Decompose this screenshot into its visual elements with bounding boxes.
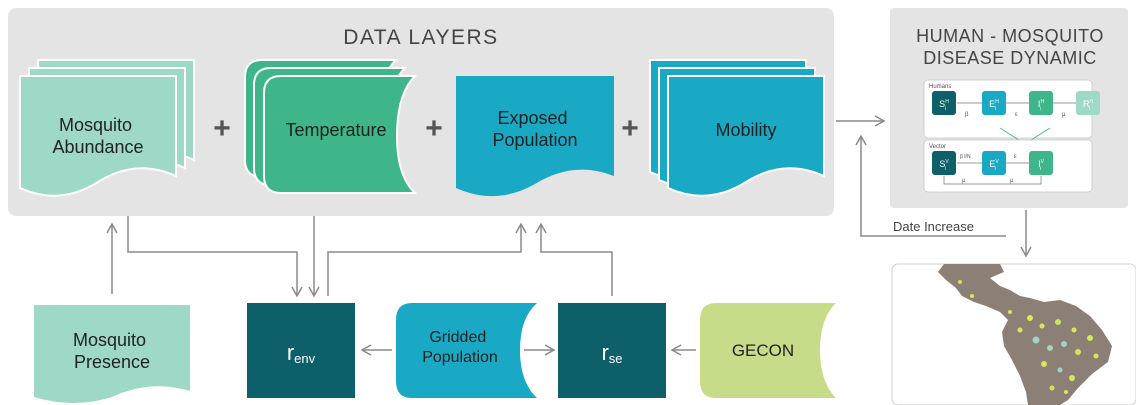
- gecon-node: GECON: [700, 303, 836, 398]
- human-exposed-node: [982, 91, 1006, 115]
- r-env-node: renv: [247, 303, 355, 398]
- mobility-label: Mobility: [715, 120, 776, 140]
- svg-text:SVi: SVi: [939, 159, 949, 172]
- arrow-date-increase-loop: [855, 134, 1006, 237]
- arrow-renv-to-exposed: [327, 222, 527, 296]
- mosquito-abundance-label: Mosquito Abundance: [52, 115, 143, 157]
- vector-mu-rate-1: μ: [962, 178, 966, 184]
- svg-text:renv: renv: [287, 340, 316, 366]
- vector-beta-rate: β I/N: [960, 154, 971, 160]
- plus-sign-2: +: [425, 112, 443, 145]
- vector-susceptible-node: [932, 151, 956, 175]
- plus-sign-1: +: [213, 112, 231, 145]
- svg-text:rse: rse: [601, 340, 622, 366]
- plus-sign-3: +: [621, 112, 639, 145]
- vector-label: Vector: [929, 144, 946, 150]
- svg-text:SHi: SHi: [939, 99, 949, 112]
- human-recovered-node: [1076, 91, 1100, 115]
- gecon-label: GECON: [732, 341, 794, 360]
- mosquito-presence-label: Mosquito Presence: [73, 330, 151, 372]
- svg-text:IHi: IHi: [1038, 99, 1045, 112]
- date-increase-label: Date Increase: [893, 219, 974, 234]
- connector-arrows: [106, 115, 1032, 356]
- human-beta-rate: β: [965, 112, 969, 118]
- human-eps-rate: ε: [1015, 112, 1018, 118]
- temperature-layer: Temperature: [244, 59, 418, 194]
- vector-eps-rate: ε: [1014, 154, 1017, 160]
- data-layers-panel: [8, 8, 834, 216]
- exposed-population-label: Exposed Population: [492, 108, 577, 150]
- vector-mu-rate-2: μ: [1010, 178, 1014, 184]
- mobility-layer: Mobility: [649, 59, 825, 197]
- gridded-population-node: Gridded Population: [396, 303, 537, 398]
- humans-label: Humans: [929, 84, 951, 90]
- human-infected-node: [1029, 91, 1053, 115]
- mosquito-presence-node: Mosquito Presence: [34, 305, 190, 403]
- exposed-population-layer: Exposed Population: [456, 76, 614, 197]
- americas-map: [891, 263, 1136, 405]
- svg-text:EHi: EHi: [989, 99, 999, 112]
- human-susceptible-node: [932, 91, 956, 115]
- arrow-rse-to-exposed: [535, 222, 613, 296]
- svg-text:RHi: RHi: [1083, 99, 1094, 112]
- vector-infected-node: [1029, 151, 1053, 175]
- vector-exposed-node: [982, 151, 1006, 175]
- svg-text:IVi: IVi: [1038, 159, 1045, 172]
- data-layers-title: DATA LAYERS: [343, 26, 498, 49]
- gridded-population-label: Gridded Population: [422, 329, 498, 366]
- r-se-node: rse: [558, 303, 666, 398]
- human-mu-rate: μ: [1062, 112, 1066, 118]
- temperature-label: Temperature: [285, 120, 386, 140]
- svg-text:EVi: EVi: [989, 159, 999, 172]
- disease-dynamic-title-2: DISEASE DYNAMIC: [923, 48, 1097, 68]
- mosquito-abundance-layer: Mosquito Abundance: [19, 59, 195, 197]
- disease-dynamic-title-1: HUMAN - MOSQUITO: [916, 26, 1104, 46]
- arrow-abundance-to-renv: [127, 216, 303, 298]
